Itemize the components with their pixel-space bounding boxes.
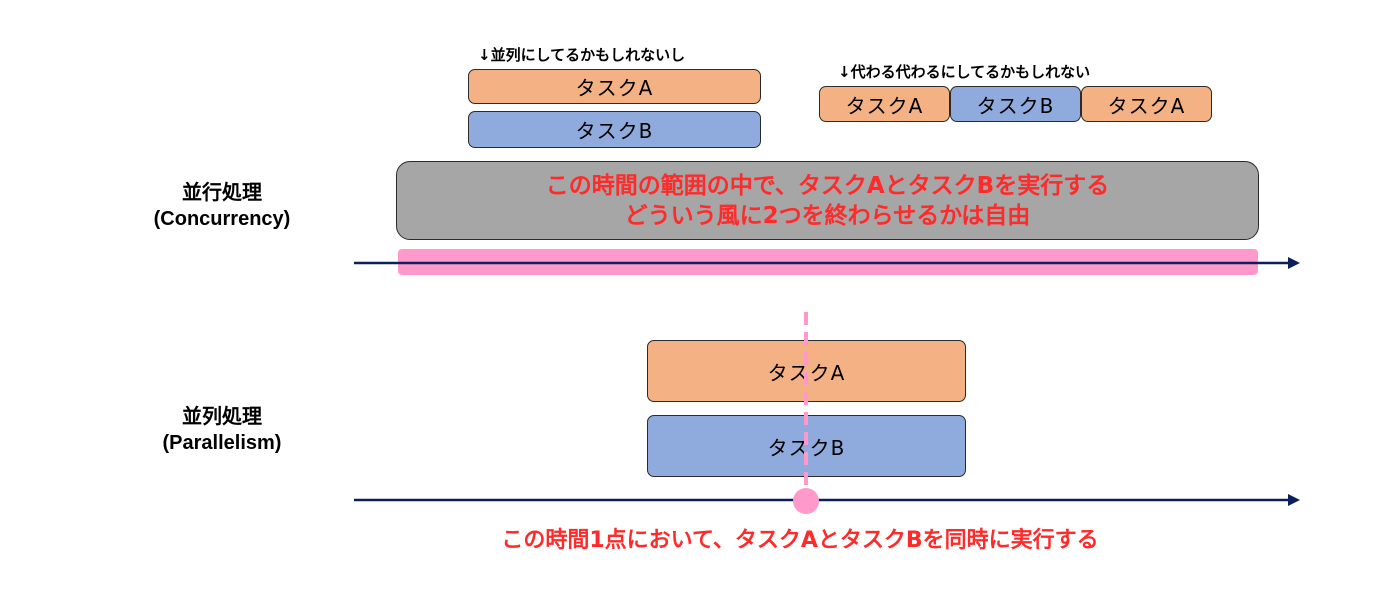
time-point-dot [793,488,819,514]
concurrency-time-axis [354,257,1300,269]
concurrency-range-text-line1: この時間の範囲の中で、タスクAとタスクBを実行する [545,172,1110,199]
parallelism-point-text: この時間1点において、タスクAとタスクBを同時に実行する [501,528,1099,553]
parallel-possibility-caption: ↓並列にしてるかもしれないし [478,46,686,64]
alternating-task-a-first: タスクA [819,86,950,122]
alternating-task-a-second: タスクA [1081,86,1212,122]
concurrency-time-range-box: この時間の範囲の中で、タスクAとタスクBを実行する どういう風に2つを終わらせる… [396,161,1259,240]
concurrency-range-text: この時間の範囲の中で、タスクAとタスクBを実行する どういう風に2つを終わらせる… [546,171,1109,231]
concurrency-label-ja: 並行処理 [182,182,262,204]
parallelism-label-ja: 並列処理 [182,406,262,428]
parallelism-label: 並列処理 (Parallelism) [112,404,332,456]
arrowhead-icon [1288,257,1300,269]
concurrency-label: 並行処理 (Concurrency) [112,180,332,232]
parallelism-time-point-marker [804,312,808,488]
concurrency-stacked-task-b: タスクB [468,111,761,148]
concurrency-stacked-task-a: タスクA [468,69,761,104]
alternating-task-b: タスクB [950,86,1081,122]
parallelism-label-en: (Parallelism) [162,432,282,454]
parallelism-time-axis [354,494,1300,506]
concurrency-label-en: (Concurrency) [153,208,291,230]
alternating-possibility-caption: ↓代わる代わるにしてるかもしれない [838,63,1091,81]
concurrency-range-text-line2: どういう風に2つを終わらせるかは自由 [624,202,1031,229]
arrowhead-icon [1288,494,1300,506]
